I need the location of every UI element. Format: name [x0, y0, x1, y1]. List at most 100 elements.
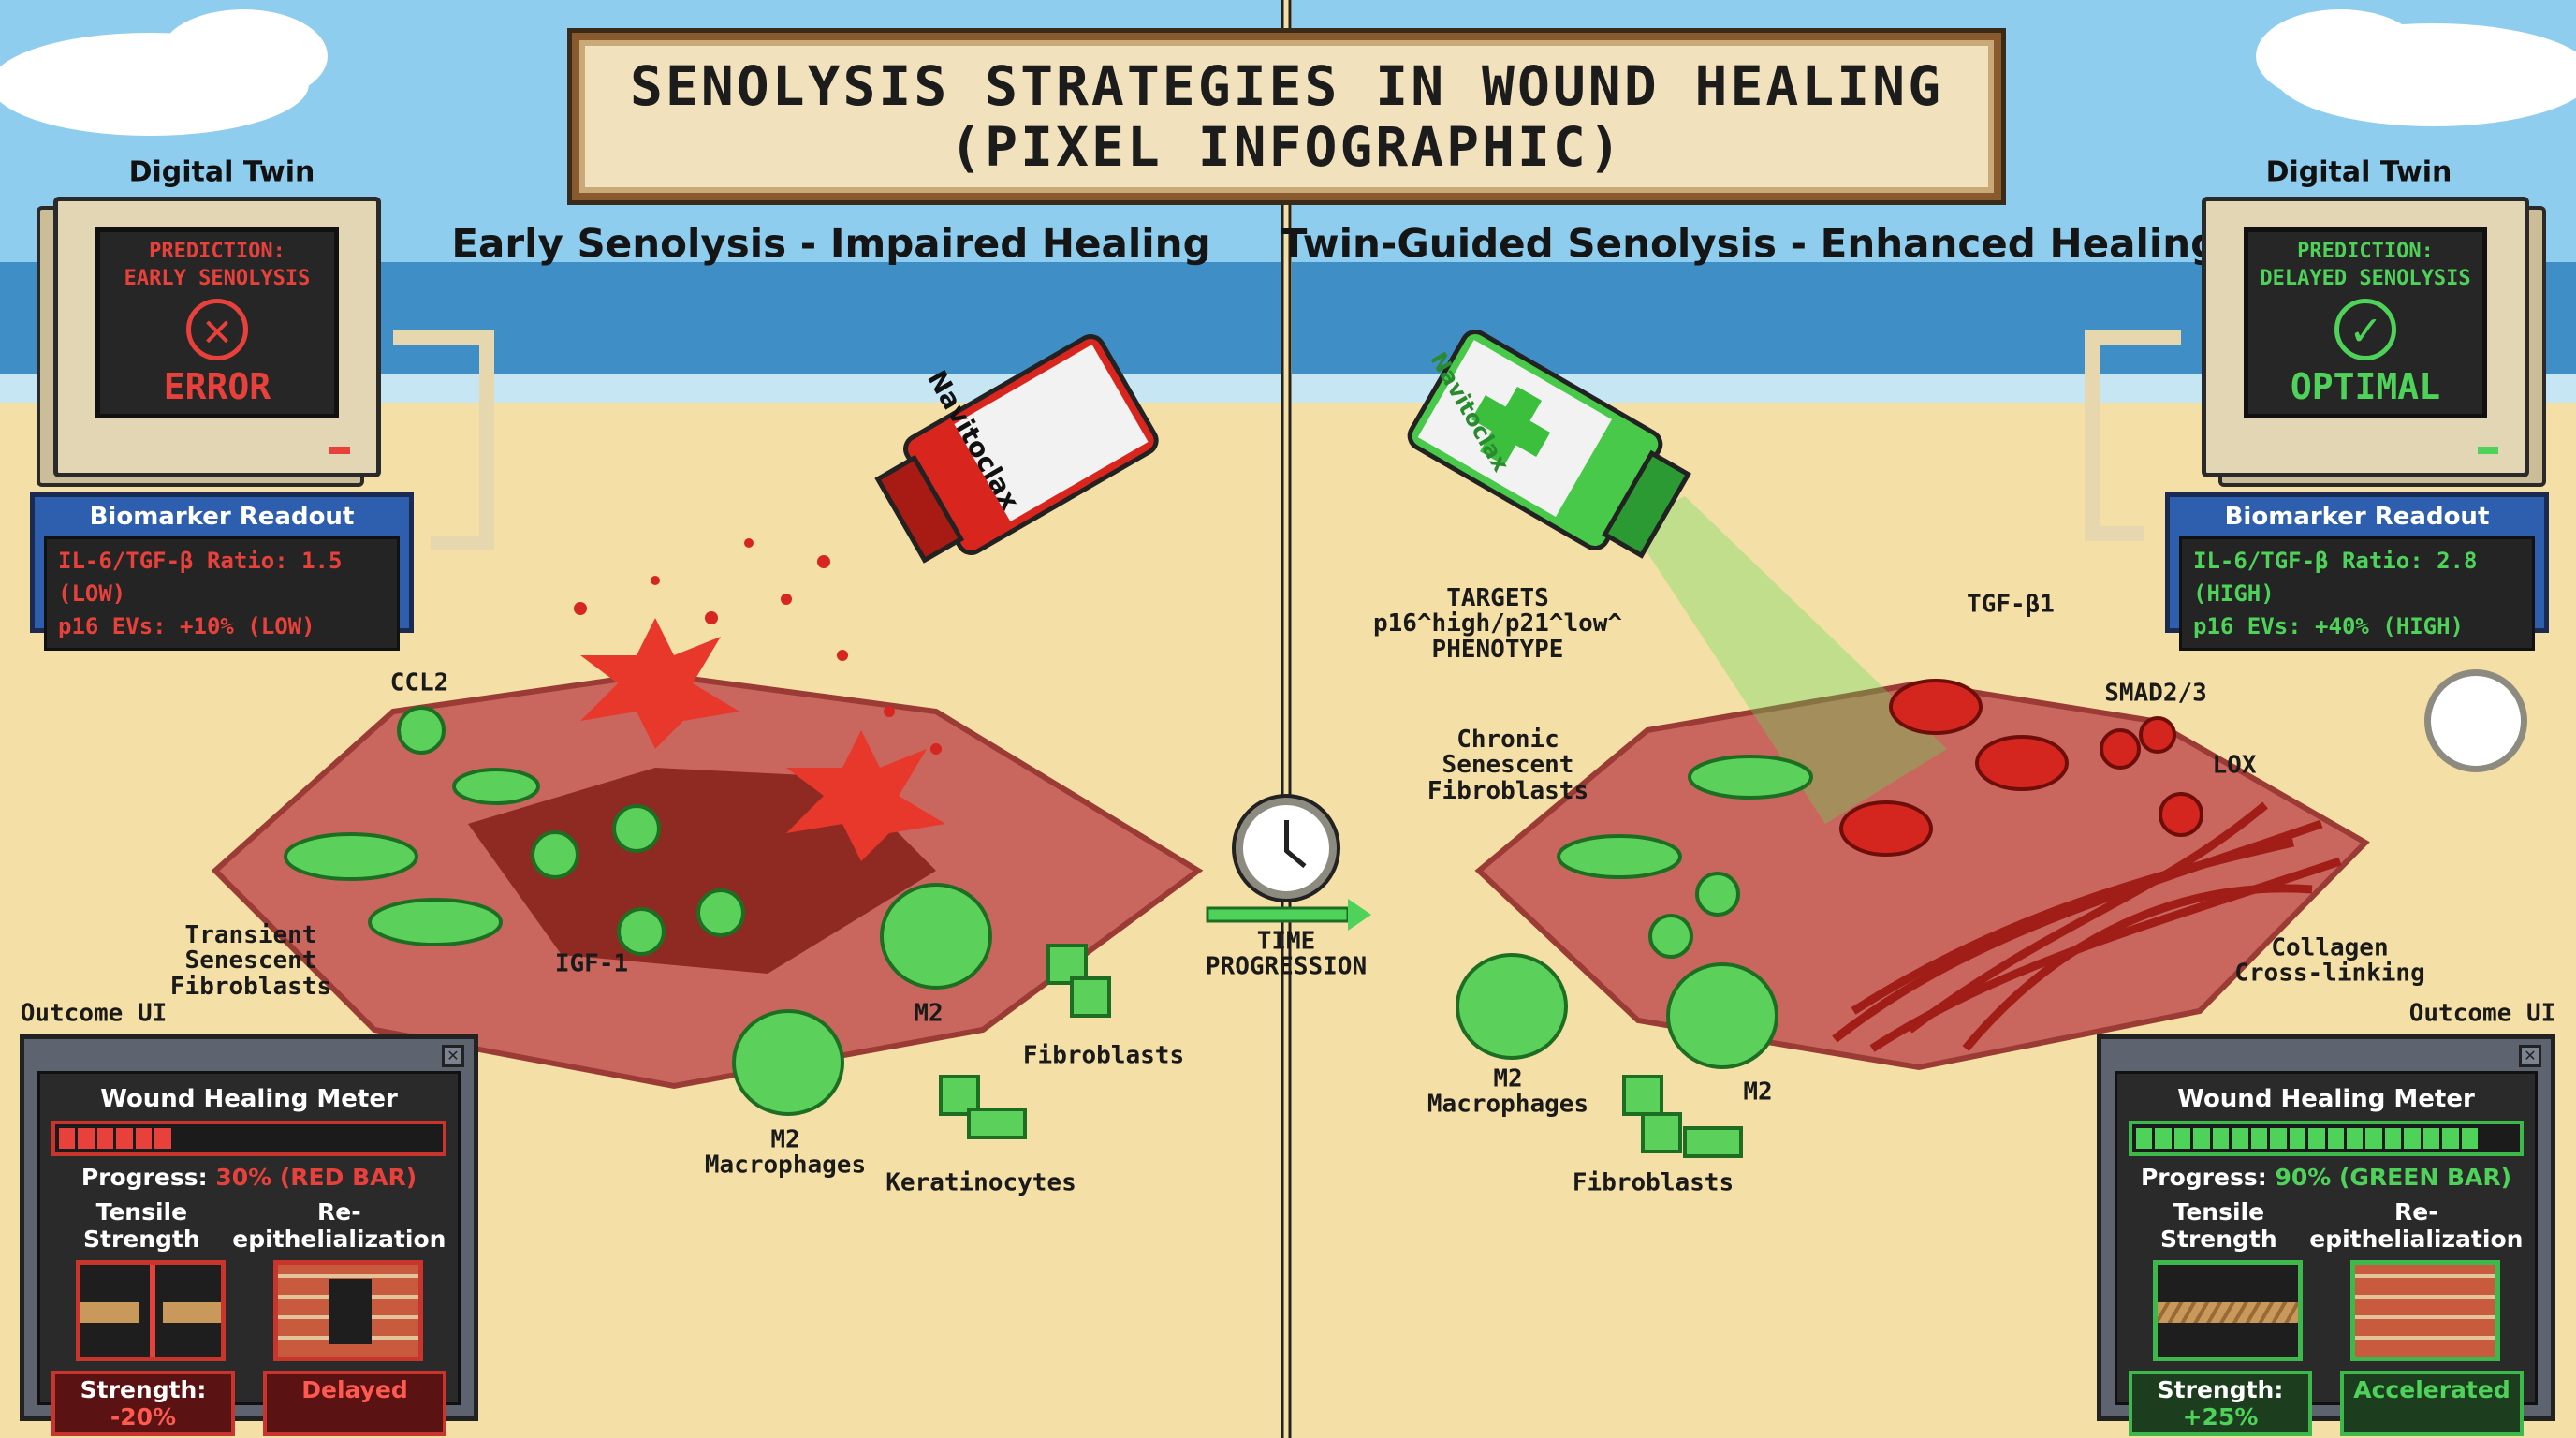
progress-segment	[403, 1128, 419, 1149]
collagen-fibers	[1832, 801, 2342, 1052]
reepithelialization-label: Re-epithelialization	[2309, 1198, 2524, 1253]
progress-segment	[423, 1128, 439, 1149]
navitoclax-bottle-red	[874, 334, 1159, 564]
cracked-brick-wall-icon	[272, 1260, 423, 1361]
monitor-screen: PREDICTION: EARLY SENOLYSIS ✕ ERROR	[95, 227, 339, 418]
progress-segment	[2174, 1128, 2191, 1149]
explosion-senescent-cell	[580, 618, 739, 749]
progress-segment	[288, 1128, 304, 1149]
strength-value: -20%	[110, 1403, 177, 1431]
wound-healing-progress-bar	[51, 1121, 446, 1156]
progress-segment	[116, 1128, 133, 1149]
close-icon[interactable]: ✕	[2519, 1045, 2541, 1067]
prediction-line-2: DELAYED SENOLYSIS	[2260, 267, 2471, 290]
label-fibroblasts: Fibroblasts	[1572, 1168, 1734, 1197]
strength-badge: Strength: +25%	[2129, 1371, 2312, 1436]
progress-segment	[2136, 1128, 2153, 1149]
progress-segment	[2270, 1128, 2287, 1149]
progress-segment	[2365, 1128, 2382, 1149]
il6-tgf-ratio: IL-6/TGF-β Ratio: 1.5 (LOW)	[58, 548, 343, 607]
meter-title: Wound Healing Meter	[100, 1085, 398, 1113]
biomarker-title: Biomarker Readout	[2224, 503, 2490, 531]
progress-segment	[365, 1128, 381, 1149]
progress-value: 90% (GREEN BAR)	[2275, 1164, 2512, 1191]
label-smad23: SMAD2/3	[2104, 679, 2207, 708]
clock-icon	[1236, 798, 1337, 899]
twin-to-readout-arrow-left	[393, 330, 494, 550]
title-line-1: SENOLYSIS STRATEGIES IN WOUND HEALING	[629, 53, 1943, 118]
p16-evs: p16 EVs: +10% (LOW)	[58, 612, 315, 639]
progress-segment	[231, 1128, 247, 1149]
prediction-status: OPTIMAL	[2290, 365, 2441, 407]
broken-rope-icon	[75, 1260, 226, 1361]
close-icon[interactable]: ✕	[442, 1045, 464, 1067]
progress-segment	[2289, 1128, 2306, 1149]
label-targets-phenotype: TARGETS p16^high/p21^low^ PHENOTYPE	[1372, 584, 1623, 664]
label-collagen-crosslinking: Collagen Cross-linking	[2234, 933, 2425, 988]
drug-spray-green	[1629, 496, 1947, 824]
label-ccl2: CCL2	[389, 668, 449, 697]
progress-segment	[2384, 1128, 2402, 1149]
progress-segment	[2327, 1128, 2344, 1149]
outcome-panel-left: ✕ Wound Healing Meter Progress: 30% (RED…	[20, 1034, 478, 1436]
strength-badge: Strength: -20%	[51, 1371, 235, 1436]
progress-segment	[59, 1128, 76, 1149]
title-line-2: (PIXEL INFOGRAPHIC)	[949, 114, 1624, 179]
label-keratinocytes: Keratinocytes	[886, 1168, 1076, 1197]
p16-evs: p16 EVs: +40% (HIGH)	[2193, 612, 2464, 639]
progress-segment	[346, 1128, 362, 1149]
progress-segment	[154, 1128, 171, 1149]
tensile-strength-label: Tensile Strength	[2159, 1198, 2277, 1253]
left-subtitle: Early Senolysis - Impaired Healing	[451, 220, 1211, 267]
check-circle-icon: ✓	[2334, 298, 2396, 360]
label-fibroblasts: Fibroblasts	[1022, 1041, 1185, 1070]
biomarker-readout-right: Biomarker Readout IL-6/TGF-β Ratio: 2.8 …	[2165, 492, 2549, 652]
biomarker-readout-left: Biomarker Readout IL-6/TGF-β Ratio: 1.5 …	[30, 492, 414, 652]
progress-label: Progress:	[2140, 1164, 2267, 1191]
twin-to-readout-arrow-right	[2085, 330, 2181, 541]
strength-label: Strength:	[2157, 1376, 2284, 1403]
clock-icon	[2424, 669, 2527, 772]
progress-segment	[2442, 1128, 2459, 1149]
progress-label: Progress:	[80, 1164, 208, 1191]
strength-value: +25%	[2182, 1403, 2259, 1431]
il6-tgf-ratio: IL-6/TGF-β Ratio: 2.8 (HIGH)	[2193, 548, 2478, 607]
progress-segment	[251, 1128, 267, 1149]
label-lox: LOX	[2212, 751, 2257, 780]
reepithelialization-label: Re-epithelialization	[232, 1198, 446, 1253]
prediction-line-1: PREDICTION:	[2297, 240, 2434, 264]
label-igf1: IGF-1	[554, 949, 629, 978]
digital-twin-monitor-left: PREDICTION: EARLY SENOLYSIS ✕ ERROR	[53, 197, 381, 477]
label-m2: M2	[914, 999, 944, 1028]
wound-healing-progress-bar	[2129, 1121, 2524, 1156]
prediction-line-1: PREDICTION:	[149, 240, 285, 264]
progress-segment	[2232, 1128, 2248, 1149]
prediction-line-2: EARLY SENOLYSIS	[124, 267, 311, 290]
label-m2-macrophages: M2 Macrophages	[1427, 1064, 1589, 1119]
progress-segment	[2481, 1128, 2496, 1149]
progress-segment	[78, 1128, 95, 1149]
progress-segment	[2461, 1128, 2479, 1149]
title-banner: SENOLYSIS STRATEGIES IN WOUND HEALING (P…	[572, 33, 2001, 200]
meter-title: Wound Healing Meter	[2177, 1085, 2475, 1113]
tensile-strength-label: Tensile Strength	[82, 1198, 200, 1253]
navitoclax-bottle-green	[1407, 330, 1691, 559]
outcome-panel-right: ✕ Wound Healing Meter Progress: 90% (GRE…	[2097, 1034, 2555, 1436]
time-arrow	[1206, 906, 1350, 923]
progress-segment	[2404, 1128, 2421, 1149]
progress-segment	[2193, 1128, 2210, 1149]
power-led	[2478, 447, 2498, 454]
label-tgf-b1: TGF-β1	[1967, 590, 2055, 619]
prediction-status: ERROR	[163, 365, 271, 407]
progress-segment	[2422, 1128, 2440, 1149]
progress-segment	[174, 1128, 190, 1149]
progress-segment	[212, 1128, 228, 1149]
label-chronic-fibroblasts: Chronic Senescent Fibroblasts	[1427, 726, 1589, 805]
reepithelialization-status: Accelerated	[2340, 1371, 2524, 1436]
label-m2-macrophages: M2 Macrophages	[704, 1125, 867, 1180]
biomarker-title: Biomarker Readout	[89, 503, 355, 531]
label-time-progression: TIME PROGRESSION	[1205, 927, 1368, 981]
x-circle-icon: ✕	[186, 298, 248, 360]
progress-value: 30% (RED BAR)	[215, 1164, 417, 1191]
progress-segment	[2308, 1128, 2325, 1149]
